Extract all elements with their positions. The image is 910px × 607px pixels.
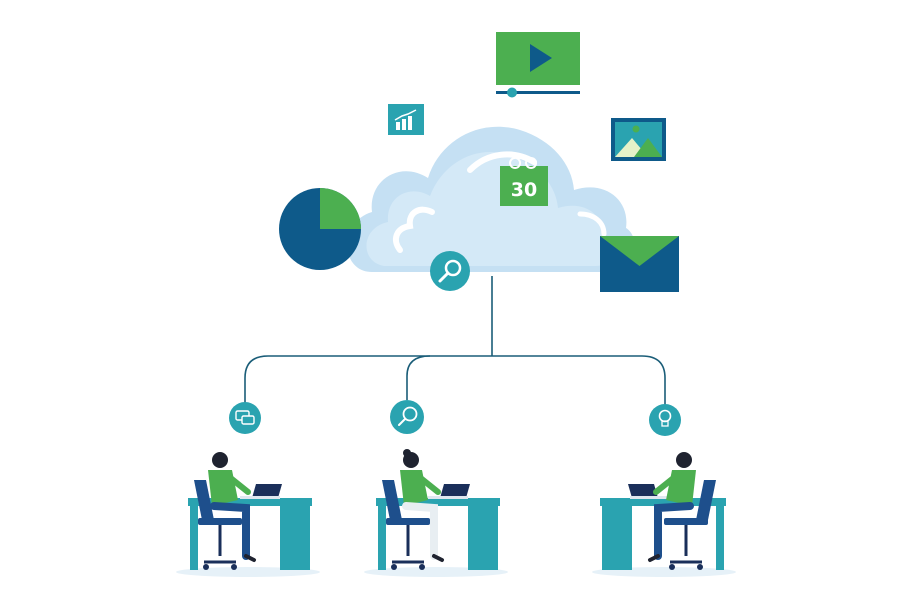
image-icon <box>611 118 666 161</box>
pie-chart-icon <box>279 188 361 270</box>
workstation-left <box>188 452 312 570</box>
calendar-day: 30 <box>511 179 537 201</box>
lightbulb-icon <box>649 404 681 436</box>
envelope-icon <box>600 236 679 292</box>
chat-bubbles-icon <box>229 402 261 434</box>
magnifier-icon <box>430 251 470 291</box>
calendar-icon: 30 <box>500 157 548 206</box>
workstation-center <box>376 449 500 570</box>
play-icon <box>496 32 580 98</box>
bar-chart-icon <box>388 104 424 135</box>
cloud <box>347 126 636 272</box>
workstation-right <box>600 452 726 570</box>
search-bubble-icon <box>390 400 424 434</box>
network-lines <box>244 276 666 406</box>
